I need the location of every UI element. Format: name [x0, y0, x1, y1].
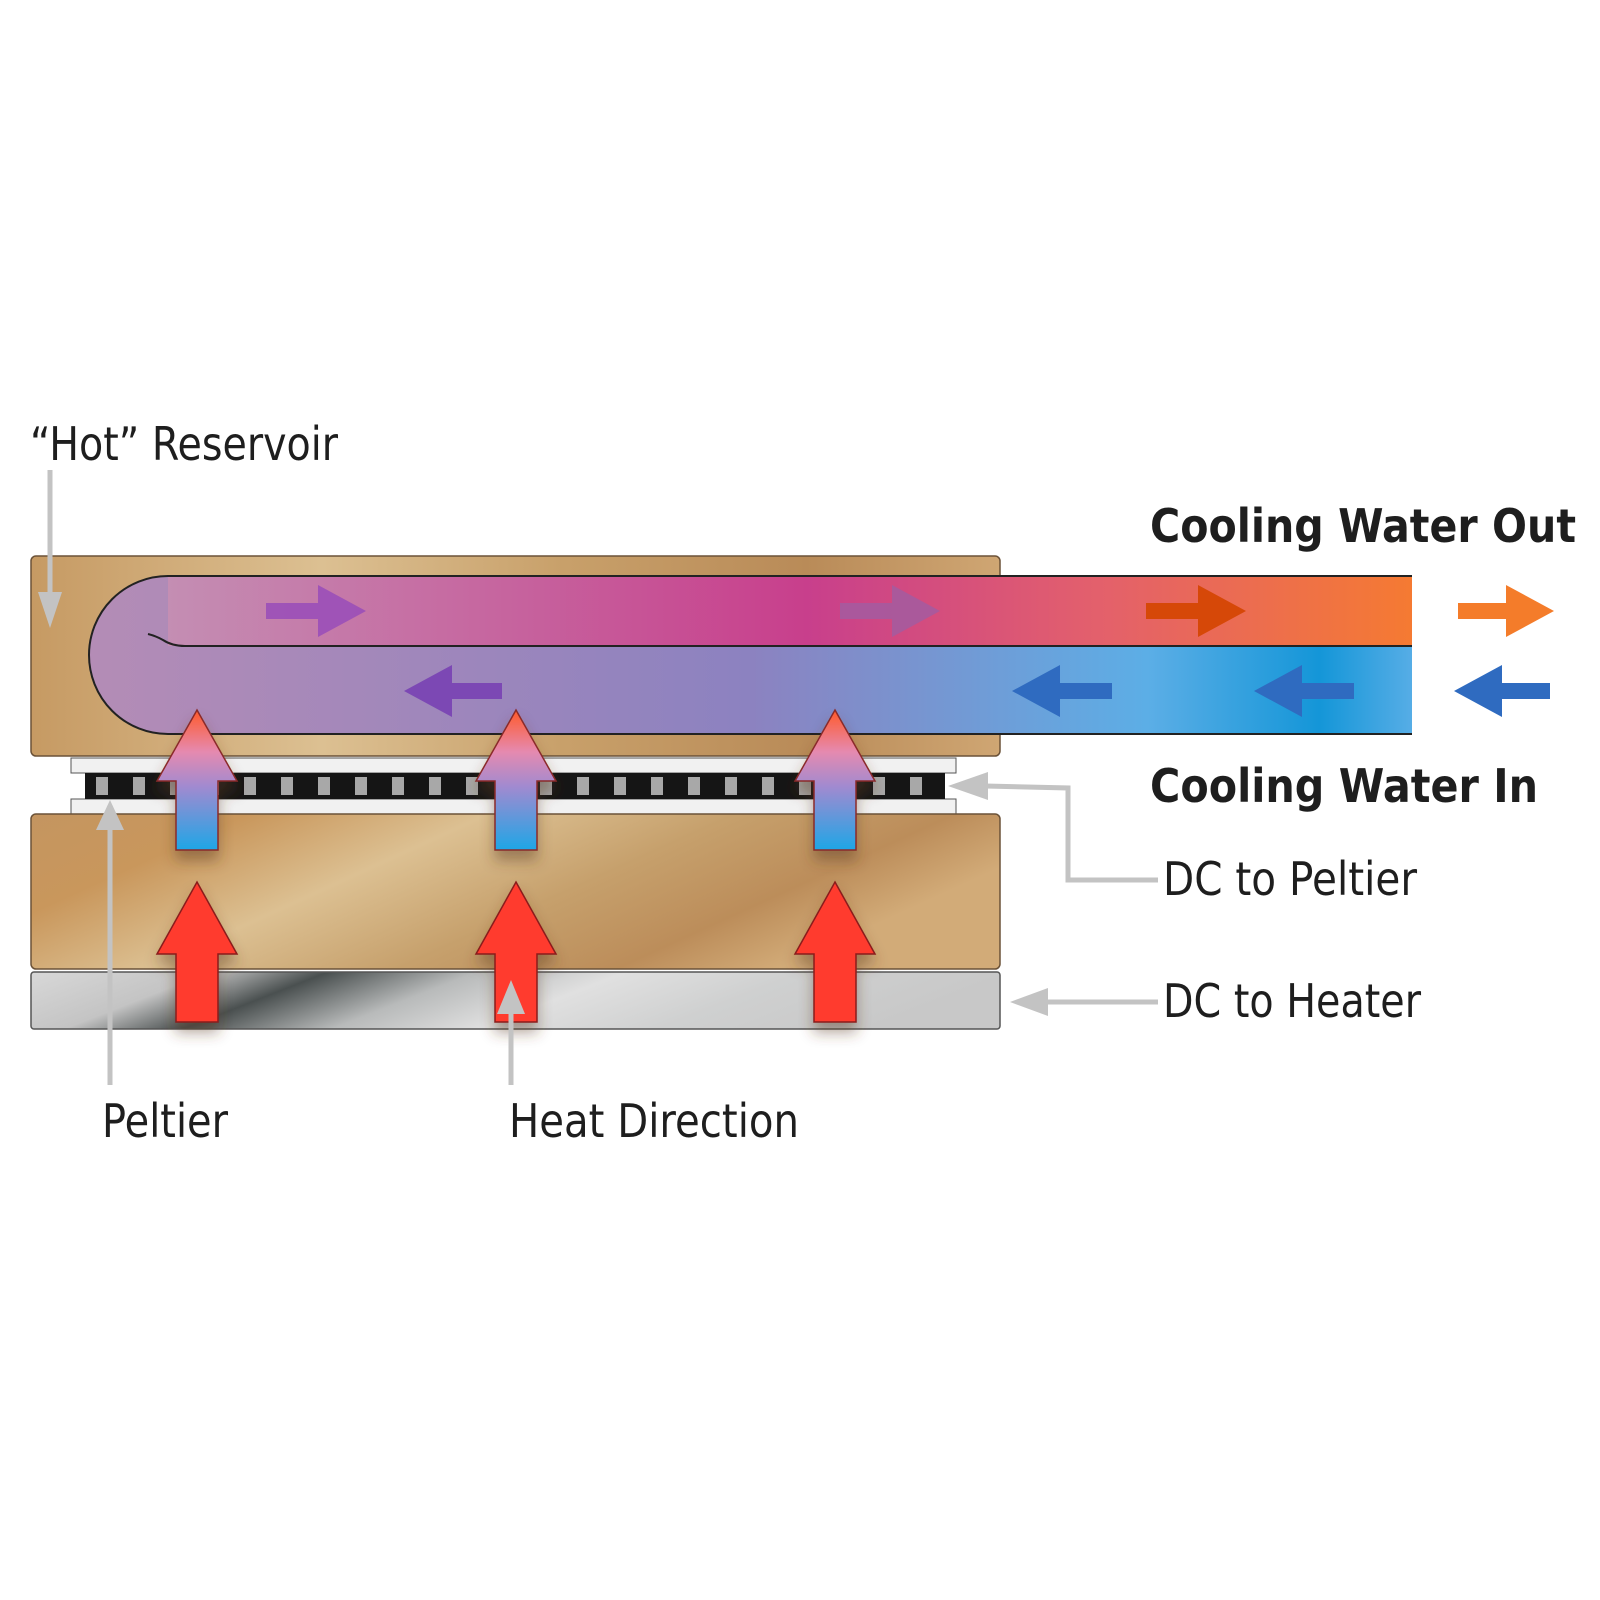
label-hot-reservoir: “Hot” Reservoir [30, 417, 338, 471]
peltier-cell [725, 777, 737, 795]
heat-arrows-upper [155, 708, 877, 851]
heat-arrow-upper-1 [155, 708, 239, 851]
heat-arrow-upper-3 [793, 708, 877, 851]
flow-arrow-right-1 [266, 585, 366, 637]
heat-arrow-lower-2 [474, 880, 558, 1023]
flow-arrow-left-3 [1254, 665, 1354, 717]
peltier-cell [762, 777, 774, 795]
peltier-cell [577, 777, 589, 795]
cooling-water-in-arrow [1454, 665, 1550, 717]
peltier-cell [392, 777, 404, 795]
channel-outline [88, 575, 1412, 735]
peltier-cell [96, 777, 108, 795]
cooling-water-out-channel [150, 576, 1412, 646]
peltier-cell [651, 777, 663, 795]
peltier-cell [429, 777, 441, 795]
peltier-cell [910, 777, 922, 795]
heat-arrows-lower [155, 880, 877, 1023]
peltier-cell [355, 777, 367, 795]
pointer-dc-to-heater [1010, 988, 1158, 1016]
peltier-cell [244, 777, 256, 795]
pointer-heat-direction [497, 980, 525, 1085]
pointer-peltier [96, 800, 124, 1085]
label-peltier: Peltier [102, 1094, 228, 1148]
heat-arrow-upper-2 [474, 708, 558, 851]
cooling-water-out-arrow [1458, 585, 1554, 637]
peltier-cell [318, 777, 330, 795]
label-dc-to-heater: DC to Heater [1163, 974, 1421, 1028]
peltier-cell [281, 777, 293, 795]
flow-arrow-right-3 [1146, 585, 1246, 637]
flow-arrow-left-2 [1012, 665, 1112, 717]
label-cooling-water-out: Cooling Water Out [1150, 499, 1576, 553]
peltier-cell [133, 777, 145, 795]
flow-arrow-left-1 [404, 665, 502, 717]
flow-arrow-right-2 [840, 585, 940, 637]
heat-arrow-lower-3 [793, 880, 877, 1023]
pointer-hot-reservoir [38, 470, 62, 628]
label-heat-direction: Heat Direction [509, 1094, 799, 1148]
label-cooling-water-in: Cooling Water In [1150, 759, 1538, 813]
label-dc-to-peltier: DC to Peltier [1163, 852, 1417, 906]
pointer-dc-to-peltier [948, 772, 1158, 883]
peltier-cell [688, 777, 700, 795]
heat-arrow-lower-1 [155, 880, 239, 1023]
peltier-cell [614, 777, 626, 795]
channel-divider [147, 633, 1412, 647]
